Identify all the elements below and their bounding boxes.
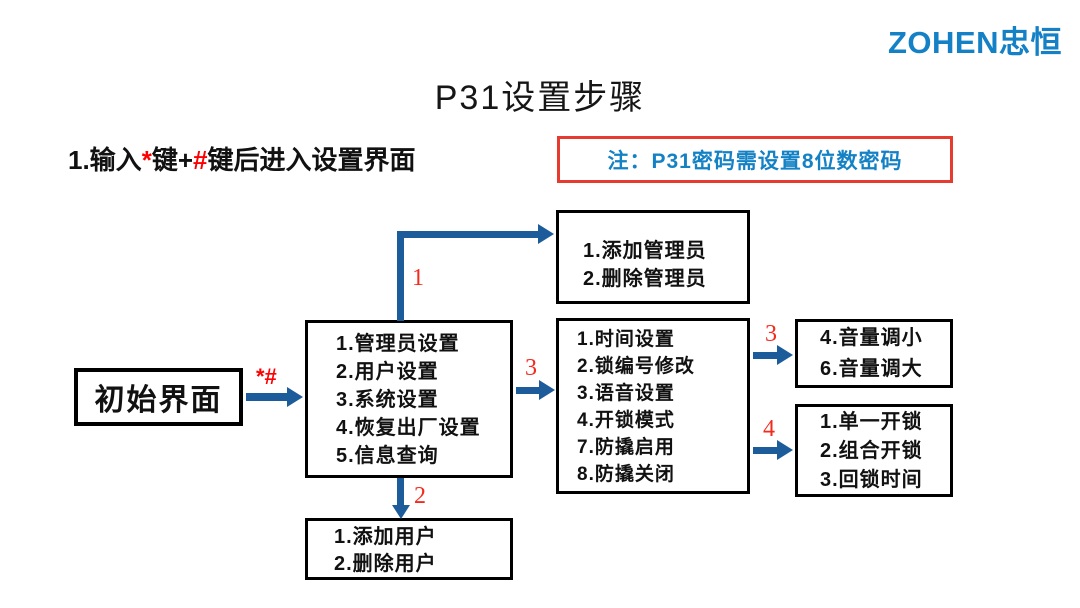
- arrow-head-icon: [777, 345, 793, 365]
- menu-item: 4.开锁模式: [577, 410, 675, 431]
- arrow-label-2: 2: [414, 483, 426, 509]
- arrow-label-star-hash: *#: [256, 364, 277, 389]
- arrow-head-icon: [538, 224, 554, 244]
- arrow-shaft: [246, 393, 288, 401]
- menu-item: 3.语音设置: [577, 383, 675, 404]
- menu-item: 7.防撬启用: [577, 437, 675, 458]
- volume-menu-box: 4.音量调小 6.音量调大: [795, 319, 953, 388]
- arrow-label-1: 1: [412, 265, 424, 291]
- arrow-shaft: [753, 352, 778, 359]
- arrow-shaft: [397, 231, 539, 238]
- arrow-shaft: [516, 387, 540, 394]
- user-menu-box: 1.添加用户 2.删除用户: [305, 518, 513, 580]
- menu-item: 2.锁编号修改: [577, 356, 695, 377]
- initial-screen-label: 初始界面: [94, 384, 223, 417]
- menu-item: 1.管理员设置: [336, 333, 460, 355]
- brand-logo: ZOHEN忠恒: [888, 25, 1062, 60]
- menu-item: 1.时间设置: [577, 329, 675, 350]
- step-instruction: 1.输入*键+#键后进入设置界面: [68, 140, 415, 177]
- menu-item: 5.信息查询: [336, 445, 439, 467]
- instruction-text: 1.输入: [68, 145, 142, 175]
- menu-item: 1.添加管理员: [583, 240, 707, 262]
- hash-key-symbol: #: [193, 145, 208, 175]
- menu-item: 4.恢复出厂设置: [336, 417, 481, 439]
- menu-item: 1.添加用户: [334, 526, 437, 548]
- menu-item: 1.单一开锁: [820, 411, 923, 433]
- menu-item: 4.音量调小: [820, 327, 923, 349]
- arrow-label-3b: 3: [765, 321, 777, 347]
- arrow-label-3: 3: [525, 355, 537, 381]
- menu-item: 2.删除管理员: [583, 268, 707, 290]
- arrow-head-icon: [287, 387, 303, 407]
- menu-item: 2.删除用户: [334, 553, 437, 575]
- main-menu-box: 1.管理员设置 2.用户设置 3.系统设置 4.恢复出厂设置 5.信息查询: [305, 320, 513, 478]
- arrow-shaft: [753, 447, 778, 454]
- arrow-head-icon: [392, 505, 410, 519]
- star-key-symbol: *: [141, 145, 152, 175]
- instruction-text: 键后进入设置界面: [207, 145, 416, 175]
- menu-item: 3.系统设置: [336, 389, 439, 411]
- page-title: P31设置步骤: [434, 79, 646, 117]
- unlock-mode-menu-box: 1.单一开锁 2.组合开锁 3.回锁时间: [795, 404, 953, 497]
- arrow-label-4: 4: [763, 416, 775, 442]
- menu-item: 8.防撬关闭: [577, 464, 675, 485]
- arrow-shaft: [397, 231, 404, 321]
- system-menu-box: 1.时间设置 2.锁编号修改 3.语音设置 4.开锁模式 7.防撬启用 8.防撬…: [556, 318, 750, 494]
- arrow-head-icon: [777, 440, 793, 460]
- arrow-head-icon: [539, 380, 555, 400]
- menu-item: 6.音量调大: [820, 358, 923, 380]
- instruction-text: 键+: [151, 145, 193, 175]
- admin-menu-box: 1.添加管理员 2.删除管理员: [556, 210, 750, 304]
- menu-item: 2.用户设置: [336, 361, 439, 383]
- initial-screen-box: 初始界面: [74, 368, 243, 426]
- password-note-text: 注：P31密码需设置8位数密码: [607, 149, 903, 173]
- menu-item: 2.组合开锁: [820, 440, 923, 462]
- menu-item: 3.回锁时间: [820, 469, 923, 491]
- arrow-shaft: [397, 478, 404, 506]
- password-note-box: 注：P31密码需设置8位数密码: [557, 136, 953, 183]
